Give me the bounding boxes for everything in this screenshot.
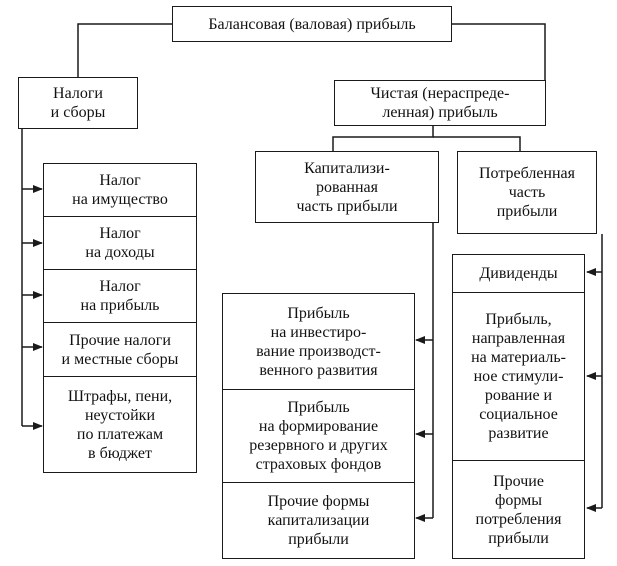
capitalized-item-label: Прибыль на инвестиро- вание производст- … [256,304,381,379]
taxes-item: Штрафы, пени, неустойки по платежам в бю… [44,376,196,472]
consumed-item: Прочие формы потребления прибыли [453,460,584,558]
consumed-label: Потребленная часть прибыли [478,165,576,220]
consumed-items: Дивиденды Прибыль, направленная на матер… [452,254,585,559]
capitalized-item: Прочие формы капитализации прибыли [223,482,414,558]
consumed-item: Дивиденды [453,255,584,292]
capitalized-items: Прибыль на инвестиро- вание производст- … [222,293,415,559]
taxes-item-label: Штрафы, пени, неустойки по платежам в бю… [67,387,173,462]
capitalized-label: Капитализи- рованная часть прибыли [296,159,398,215]
taxes-item-label: Прочие налоги и местные сборы [61,331,179,368]
root-box: Балансовая (валовая) прибыль [172,6,452,42]
taxes-item-label: Налог на прибыль [80,278,160,314]
connector-root-net [452,23,546,80]
consumed-item-label: Дивиденды [479,265,558,282]
taxes-label: Налоги и сборы [50,85,106,121]
capitalized-item: Прибыль на инвестиро- вание производст- … [223,294,414,389]
net-profit-label: Чистая (нераспреде- ленная) прибыль [370,85,510,121]
taxes-item: Налог на имущество [44,164,196,216]
net-profit-box: Чистая (нераспреде- ленная) прибыль [334,80,546,126]
connector-net-consumed [433,136,521,151]
connector-net-split [332,125,434,151]
root-label: Балансовая (валовая) прибыль [208,15,416,33]
consumed-box: Потребленная часть прибыли [457,151,597,234]
capitalized-item-label: Прибыль на формирование резервного и дру… [249,399,388,473]
taxes-item: Налог на доходы [44,216,196,269]
capitalized-item-label: Прочие формы капитализации прибыли [267,493,370,548]
taxes-items: Налог на имущество Налог на доходы Налог… [43,163,197,473]
taxes-item: Прочие налоги и местные сборы [44,322,196,376]
connector-root-taxes [77,23,172,77]
capitalized-item: Прибыль на формирование резервного и дру… [223,389,414,482]
taxes-box: Налоги и сборы [18,77,138,129]
consumed-item-label: Прибыль, направленная на материаль- ное … [471,311,566,442]
consumed-item-label: Прочие формы потребления прибыли [475,472,562,547]
taxes-item-label: Налог на доходы [85,225,155,261]
taxes-item: Налог на прибыль [44,269,196,322]
taxes-item-label: Налог на имущество [72,172,168,208]
capitalized-box: Капитализи- рованная часть прибыли [255,151,439,223]
consumed-item: Прибыль, направленная на материаль- ное … [453,292,584,460]
